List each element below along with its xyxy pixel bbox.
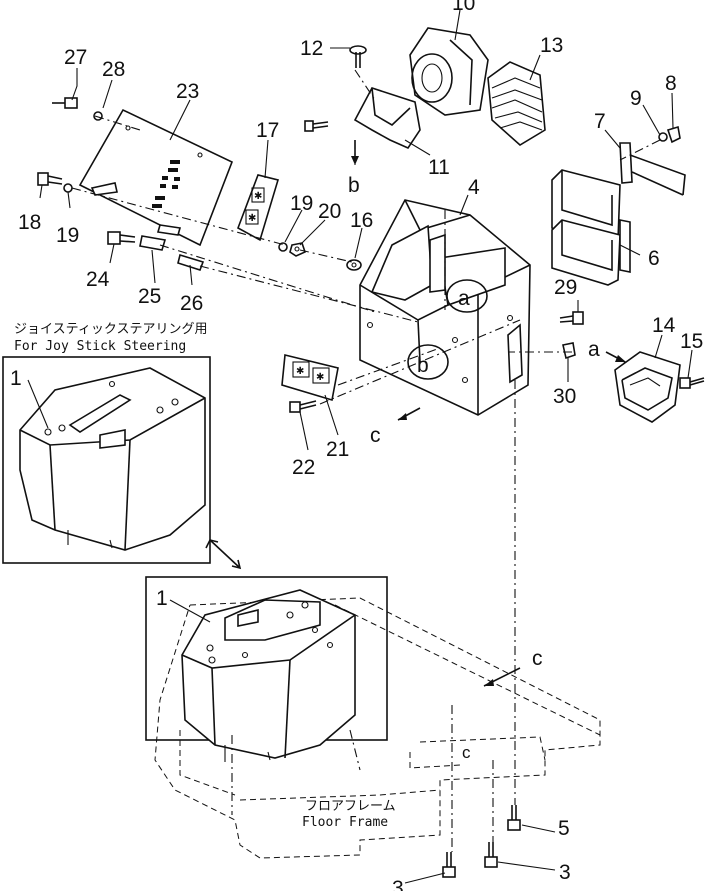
switch-plate-lower: ✱ ✱: [281, 354, 339, 402]
ref-a-arrow-label: a: [588, 338, 600, 361]
callout-20: 20: [318, 200, 341, 223]
switch-plate-upper: ✱ ✱: [237, 174, 280, 242]
bolt-15: [679, 377, 705, 389]
callout-6: 6: [648, 247, 660, 270]
callout-15: 15: [680, 330, 703, 353]
svg-text:✱: ✱: [316, 372, 324, 383]
bolt-22: [289, 400, 317, 413]
console-box-joystick: [19, 367, 206, 551]
ref-a-arrow: a: [588, 338, 626, 363]
rubber-boot: [487, 61, 546, 146]
console-box-standard: [181, 589, 361, 815]
callout-5: 5: [558, 817, 570, 840]
callout-25: 25: [138, 285, 161, 308]
ref-a-box: a: [446, 279, 488, 313]
callout-14: 14: [652, 314, 676, 337]
callout-28: 28: [102, 58, 125, 81]
svg-text:✱: ✱: [254, 191, 262, 202]
washer-16: [346, 259, 362, 271]
callout-23: 23: [176, 80, 199, 103]
bolt-bracket: [304, 120, 329, 132]
bolts-floor: [442, 805, 521, 878]
standard-inset: [145, 576, 388, 815]
washer-8-9: [658, 125, 681, 144]
callout-9: 9: [630, 87, 642, 110]
callout-13: 13: [540, 34, 563, 57]
callout-1b: 1: [156, 587, 168, 610]
callout-10: 10: [452, 0, 475, 15]
bolt-18: [37, 172, 73, 193]
ref-c-arrow-2: c: [483, 647, 543, 687]
ref-a-label: a: [458, 287, 470, 310]
callout-11: 11: [428, 156, 450, 179]
interchange-arrow: [205, 539, 242, 570]
ref-c-arrow-1: c: [370, 407, 421, 447]
text-labels: ジョイスティックステアリング用 For Joy Stick Steering フ…: [14, 322, 396, 830]
callout-19a: 19: [56, 224, 79, 247]
clip-24: [139, 235, 167, 251]
callout-3b: 3: [392, 877, 404, 891]
joystick-housing: [409, 27, 489, 116]
joystick-inset: [2, 356, 211, 564]
callout-1a: 1: [10, 367, 22, 390]
cover-panel-slots: [152, 160, 180, 208]
joystick-label-en: For Joy Stick Steering: [14, 339, 186, 354]
callout-29: 29: [554, 276, 577, 299]
callout-4: 4: [468, 176, 480, 199]
ref-b-arrow-label: b: [348, 174, 360, 197]
floor-label-jp: フロアフレーム: [305, 799, 396, 814]
plate-strip: [619, 142, 686, 196]
ref-c-floor-label: c: [462, 743, 471, 762]
ref-c-arrow-2-label: c: [532, 647, 543, 670]
callout-18: 18: [18, 211, 41, 234]
clip-26: [177, 253, 205, 271]
cover-box-14: [614, 351, 681, 423]
washer-19-nut-20: [278, 242, 306, 257]
callout-30: 30: [553, 385, 576, 408]
callout-27: 27: [64, 46, 87, 69]
callout-19b: 19: [290, 192, 313, 215]
ref-b-label: b: [417, 354, 429, 377]
callout-17: 17: [256, 119, 279, 142]
leader-lines: [27, 9, 693, 884]
floor-label-en: Floor Frame: [302, 815, 388, 830]
ref-c-arrow-1-label: c: [370, 424, 381, 447]
floor-frame: [154, 597, 601, 859]
callout-7: 7: [594, 110, 606, 133]
callout-8: 8: [665, 72, 677, 95]
ref-b-arrow: b: [348, 140, 360, 197]
lamp-cover: [551, 169, 631, 286]
callout-numbers: 1 1 3 3 4 5 6 7 8 9 10 11 12 13 14 15 16…: [10, 0, 703, 891]
bracket: [353, 87, 421, 150]
bolt-25: [107, 231, 136, 245]
nut-30: [562, 342, 576, 360]
callout-21: 21: [326, 438, 349, 461]
callout-24: 24: [86, 268, 110, 291]
bolt-27: [52, 97, 103, 121]
svg-text:✱: ✱: [296, 366, 304, 377]
callout-12: 12: [300, 37, 323, 60]
callout-26: 26: [180, 292, 203, 315]
bolt-12: [349, 45, 367, 68]
callout-16: 16: [350, 209, 373, 232]
cover-panel: [78, 108, 234, 247]
callout-3a: 3: [559, 861, 571, 884]
svg-text:✱: ✱: [248, 213, 256, 224]
bolt-29: [559, 311, 584, 325]
joystick-label-jp: ジョイスティックステアリング用: [14, 322, 207, 337]
callout-22: 22: [292, 456, 315, 479]
ref-b-box: b: [407, 344, 449, 380]
